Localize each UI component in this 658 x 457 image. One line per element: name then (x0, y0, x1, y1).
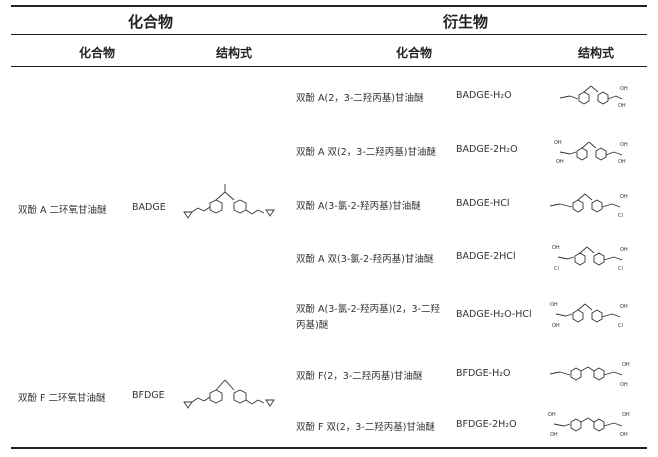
svg-text:OH: OH (620, 247, 628, 253)
svg-text:OH: OH (618, 103, 626, 109)
parent-name: 双酚 A 二环氧甘油醚 (18, 205, 107, 216)
table-top-rule (11, 5, 647, 7)
svg-text:OH: OH (548, 412, 556, 418)
derivative-name-line1: 双酚 A(3-氯-2-羟丙基)(2，3-二羟 (296, 304, 441, 315)
derivative-name: 双酚 A 双(3-氯-2-羟丙基)甘油醚 (296, 254, 434, 265)
group-header-compound: 化合物 (128, 13, 174, 31)
derivative-abbr: BADGE-H₂O-HCl (456, 309, 532, 320)
svg-text:OH: OH (620, 382, 628, 388)
parent-abbr: BADGE (132, 202, 166, 213)
derivative-abbr: BADGE-2HCl (456, 251, 516, 262)
svg-text:OH: OH (554, 140, 562, 146)
badge-h2o-hcl-structure-icon: OH OH OH Cl (550, 302, 628, 329)
svg-text:OH: OH (552, 323, 560, 329)
derivative-name: 双酚 A(3-氯-2-羟丙基)甘油醚 (296, 201, 421, 212)
svg-text:OH: OH (620, 142, 628, 148)
svg-text:Cl: Cl (554, 266, 559, 272)
derivative-abbr: BADGE-H₂O (456, 90, 512, 101)
svg-text:Cl: Cl (618, 323, 623, 329)
derivative-name: 双酚 A 双(2，3-二羟丙基)甘油醚 (296, 147, 436, 158)
svg-text:OH: OH (550, 302, 558, 308)
table-bottom-rule (11, 447, 647, 449)
column-header-derivative-structure: 结构式 (578, 46, 615, 60)
derivative-name-line2: 丙基)醚 (296, 320, 329, 331)
svg-text:Cl: Cl (618, 266, 623, 272)
bfdge-2h2o-structure-icon: OH OH OH OH (548, 412, 630, 438)
column-header-compound: 化合物 (79, 46, 116, 60)
parent-name: 双酚 F 二环氧甘油醚 (18, 393, 106, 404)
parent-abbr: BFDGE (132, 390, 165, 401)
badge-structure-icon (183, 184, 275, 219)
derivative-name: 双酚 F(2，3-二羟丙基)甘油醚 (296, 371, 423, 382)
svg-text:OH: OH (550, 432, 558, 438)
badge-2h2o-structure-icon: OH OH OH OH (554, 140, 628, 165)
derivative-abbr: BADGE-HCl (456, 198, 510, 209)
svg-text:OH: OH (620, 194, 628, 200)
column-header-rule (11, 66, 647, 67)
derivative-abbr: BFDGE-2H₂O (456, 419, 517, 430)
svg-text:OH: OH (552, 245, 560, 251)
column-header-structure: 结构式 (216, 46, 253, 60)
column-header-derivative: 化合物 (396, 46, 433, 60)
derivative-abbr: BADGE-2H₂O (456, 144, 518, 155)
derivative-name: 双酚 A(2，3-二羟丙基)甘油醚 (296, 93, 424, 104)
derivative-name: 双酚 F 双(2，3-二羟丙基)甘油醚 (296, 422, 435, 433)
badge-hcl-structure-icon: OH Cl (549, 193, 628, 219)
svg-text:OH: OH (622, 412, 630, 418)
svg-text:Cl: Cl (618, 213, 623, 219)
svg-text:OH: OH (622, 362, 630, 368)
badge-2hcl-structure-icon: OH Cl OH Cl (552, 245, 628, 272)
badge-h2o-structure-icon: OH OH (559, 85, 628, 109)
svg-text:OH: OH (618, 159, 626, 165)
bfdge-structure-icon (183, 379, 275, 409)
group-header-derivative: 衍生物 (443, 13, 489, 31)
svg-text:OH: OH (620, 86, 628, 92)
svg-text:OH: OH (620, 304, 628, 310)
svg-text:OH: OH (620, 432, 628, 438)
group-header-rule (11, 34, 647, 35)
svg-text:OH: OH (556, 159, 564, 165)
derivative-abbr: BFDGE-H₂O (456, 368, 511, 379)
bfdge-h2o-structure-icon: OH OH (549, 362, 630, 388)
